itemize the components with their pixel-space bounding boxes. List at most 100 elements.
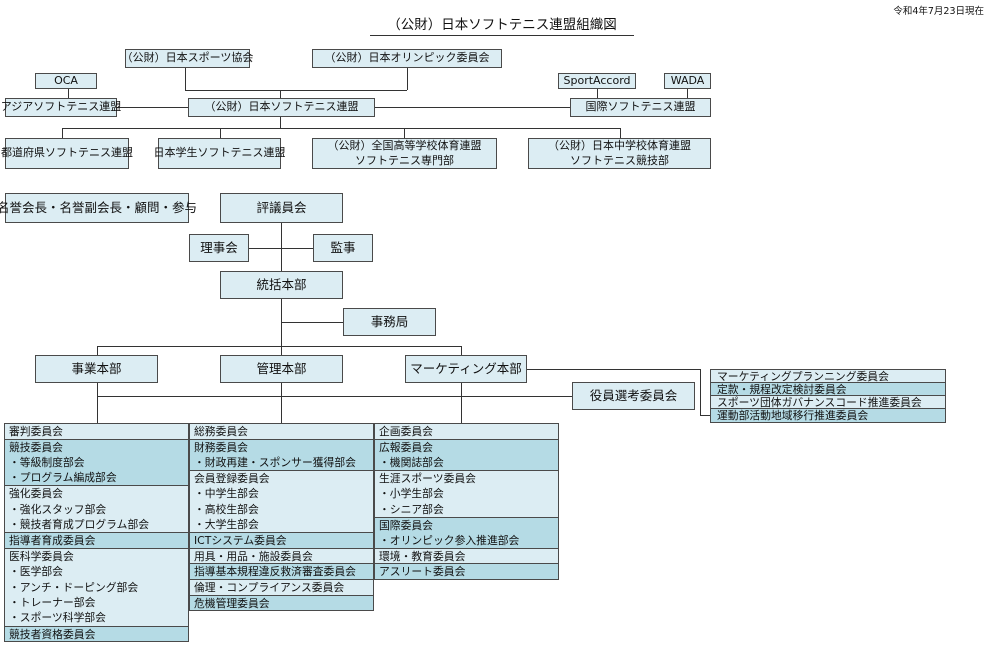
connector-line	[97, 346, 98, 355]
connector-line	[281, 299, 282, 355]
committee-name: 広報委員会	[379, 440, 433, 454]
asia-federation-box: アジアソフトテニス連盟	[1, 98, 121, 117]
juniorhigh-line-2: ソフトテニス競技部	[570, 153, 669, 167]
committee-name: ICTシステム委員会	[194, 534, 287, 548]
subcommittee-name: ・競技者育成プログラム部会	[9, 518, 150, 532]
sportaccord-box: SportAccord	[558, 73, 636, 89]
headquarters-box: 統括本部	[220, 271, 343, 299]
committee-cell: 強化委員会・強化スタッフ部会・競技者育成プログラム部会	[4, 485, 189, 534]
subcommittee-name: ・強化スタッフ部会	[9, 502, 107, 516]
committee-cell: 環境・教育委員会	[374, 547, 559, 565]
committee-cell: 競技委員会・等級制度部会・プログラム編成部会	[4, 438, 189, 487]
connector-line	[461, 346, 462, 355]
connector-line	[281, 322, 343, 323]
committee-name: 企画委員会	[379, 425, 433, 438]
connector-line	[700, 415, 710, 416]
subcommittee-name: ・大学生部会	[194, 518, 259, 532]
international-federation-box: 国際ソフトテニス連盟	[570, 98, 711, 117]
connector-line	[249, 248, 313, 249]
connector-line	[97, 396, 572, 397]
subcommittee-name: ・財政再建・スポンサー獲得部会	[194, 456, 356, 469]
connector-line	[700, 369, 701, 415]
connector-line	[620, 128, 621, 138]
committee-cell: アスリート委員会	[374, 563, 559, 580]
committee-name: 環境・教育委員会	[379, 549, 466, 563]
connector-line	[68, 88, 69, 98]
secretariat-box: 事務局	[343, 308, 436, 336]
subcommittee-name: ・機関誌部会	[379, 456, 444, 469]
subcommittee-name: ・オリンピック参入推進部会	[379, 534, 520, 547]
committee-cell: ICTシステム委員会	[189, 532, 374, 549]
committee-name: 財務委員会	[194, 440, 248, 454]
marketing-committee-item: 定款・規程改定検討委員会	[710, 382, 946, 397]
subcommittee-name: ・高校生部会	[194, 502, 259, 516]
connector-line	[375, 107, 570, 108]
date-label: 令和4年7月23日現在	[893, 6, 984, 17]
prefectural-federations-box: 都道府県ソフトテニス連盟	[1, 138, 133, 169]
wada-box: WADA	[664, 73, 711, 89]
oca-box: OCA	[35, 73, 97, 89]
marketing-division-box: マーケティング本部	[405, 355, 527, 383]
committee-name: 指導者育成委員会	[9, 534, 96, 548]
subcommittee-name: ・小学生部会	[379, 487, 444, 501]
committee-cell: 指導者育成委員会	[4, 532, 189, 549]
subcommittee-name: ・シニア部会	[379, 502, 444, 516]
subcommittee-name: ・中学生部会	[194, 487, 259, 501]
committee-name: 競技委員会	[9, 440, 63, 454]
connector-line	[597, 88, 598, 98]
marketing-committee-item: 運動部活動地域移行推進委員会	[710, 408, 946, 423]
subcommittee-name: ・アンチ・ドーピング部会	[9, 580, 139, 594]
connector-line	[62, 128, 620, 129]
juniorhigh-line-1: （公財）日本中学校体育連盟	[548, 138, 691, 152]
connector-line	[280, 90, 281, 98]
committee-name: 強化委員会	[9, 487, 63, 501]
olympic-committee-box: （公財）日本オリンピック委員会	[312, 49, 502, 68]
subcommittee-name: ・スポーツ科学部会	[9, 611, 106, 625]
subcommittee-name: ・トレーナー部会	[9, 596, 96, 610]
highschool-line-1: （公財）全国高等学校体育連盟	[327, 138, 482, 152]
committee-cell: 審判委員会	[4, 423, 189, 440]
page-title: （公財）日本ソフトテニス連盟組織図	[370, 13, 634, 36]
juniorhigh-federation-box: （公財）日本中学校体育連盟 ソフトテニス競技部	[528, 138, 711, 169]
subcommittee-name: ・等級制度部会	[9, 456, 85, 469]
committee-cell: 企画委員会	[374, 423, 559, 440]
connector-line	[62, 128, 63, 138]
election-committee-box: 役員選考委員会	[572, 382, 695, 410]
committee-name: 会員登録委員会	[194, 471, 270, 485]
committee-cell: 指導基本規程違反救済審査委員会	[189, 563, 374, 580]
committee-name: 競技者資格委員会	[9, 627, 96, 641]
committee-cell: 財務委員会・財政再建・スポンサー獲得部会	[189, 438, 374, 471]
subcommittee-name: ・医学部会	[9, 565, 63, 579]
committee-name: アスリート委員会	[379, 565, 466, 579]
student-federation-box: 日本学生ソフトテニス連盟	[154, 138, 286, 169]
subcommittee-name: ・プログラム編成部会	[9, 471, 117, 485]
committee-cell: 広報委員会・機関誌部会	[374, 438, 559, 471]
honorary-box: 名誉会長・名誉副会長・顧問・参与	[0, 193, 197, 223]
connector-line	[97, 383, 98, 423]
connector-line	[185, 90, 407, 91]
connector-line	[220, 128, 221, 138]
committee-name: 審判委員会	[9, 425, 63, 438]
committee-cell: 医科学委員会・医学部会・アンチ・ドーピング部会・トレーナー部会・スポーツ科学部会	[4, 547, 189, 627]
committee-name: 用具・用品・施設委員会	[194, 549, 313, 563]
auditor-box: 監事	[313, 234, 373, 262]
committee-cell: 国際委員会・オリンピック参入推進部会	[374, 516, 559, 549]
connector-line	[404, 128, 405, 138]
committee-name: 国際委員会	[379, 518, 433, 532]
connector-line	[116, 107, 188, 108]
connector-line	[281, 223, 282, 271]
committee-cell: 会員登録委員会・中学生部会・高校生部会・大学生部会	[189, 469, 374, 534]
committee-cell: 用具・用品・施設委員会	[189, 547, 374, 565]
connector-line	[185, 67, 186, 90]
committee-name: 指導基本規程違反救済審査委員会	[194, 565, 356, 579]
connector-line	[687, 88, 688, 98]
committee-name: 倫理・コンプライアンス委員会	[194, 581, 345, 594]
committee-cell: 総務委員会	[189, 423, 374, 440]
connector-line	[407, 67, 408, 90]
business-division-box: 事業本部	[35, 355, 158, 383]
highschool-federation-box: （公財）全国高等学校体育連盟 ソフトテニス専門部	[312, 138, 497, 169]
connector-line	[280, 116, 281, 129]
connector-line	[461, 383, 462, 423]
committee-cell: 生涯スポーツ委員会・小学生部会・シニア部会	[374, 469, 559, 518]
committee-name: 生涯スポーツ委員会	[379, 471, 476, 485]
